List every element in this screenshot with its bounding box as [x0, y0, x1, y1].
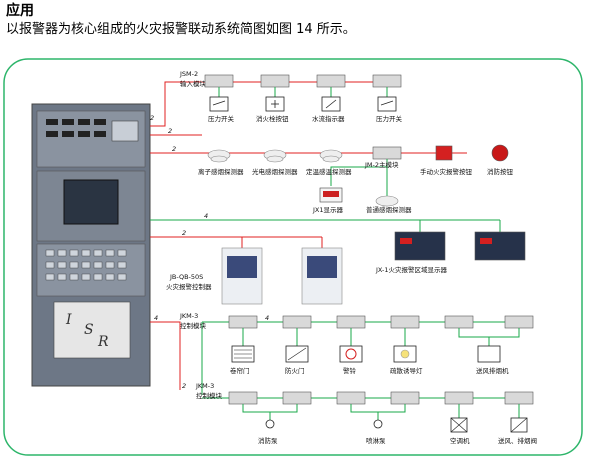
label-fire-button: 消防按钮	[487, 167, 514, 176]
logo-letter-i: I	[65, 312, 72, 328]
detector-row	[207, 144, 509, 200]
label-hydrant-button: 消火栓按钮	[256, 114, 289, 123]
label-fire-door: 防火门	[285, 366, 305, 375]
label-fire-pump: 消防泵	[258, 436, 278, 445]
manual-alarm-button-icon	[435, 145, 453, 161]
label-alarm-bell: 警铃	[343, 366, 357, 375]
label-area-display: JX-1火灾报警区域显示器	[375, 265, 448, 274]
input-modules	[204, 74, 402, 112]
label-jx1: JX1显示器	[312, 206, 344, 214]
wire-label-2d: 2	[182, 229, 186, 237]
label-pressure-switch-2: 压力开关	[376, 114, 403, 123]
label-smoke-valve: 送风、排烟阀	[498, 436, 537, 445]
logo-letter-r: R	[97, 334, 109, 350]
intro-text: 以报警器为核心组成的火灾报警联动系统简图如图 14 所示。	[6, 22, 356, 37]
label-jm2: JM-2主模块	[364, 160, 399, 169]
wire-label-4b: 4	[154, 314, 158, 322]
label-flow-indicator: 水流指示器	[312, 114, 345, 123]
jm2-module	[372, 146, 402, 160]
control-module-1-name: 控制模块	[180, 321, 207, 330]
alarm-controller-cabinet: I S R	[31, 103, 151, 387]
label-ion-detector: 离子感烟探测器	[198, 167, 244, 176]
panel-code: JB-QB-50S	[169, 273, 203, 281]
control-modules-row5	[228, 391, 534, 433]
input-module-name: 输入模块	[180, 79, 207, 88]
heading: 应用	[6, 3, 34, 19]
control-module-2-code: JKM-3	[195, 382, 214, 390]
cabinet-logo-plate	[53, 301, 131, 359]
label-sprinkler-pump: 喷淋泵	[366, 436, 386, 445]
wire-label-2c: 2	[172, 145, 176, 153]
wire-label-2a: 2	[150, 114, 154, 122]
diagram-frame	[3, 58, 583, 456]
label-heat-detector: 定温感温探测器	[306, 167, 352, 176]
fire-button-icon	[491, 144, 509, 162]
logo-letter-s: S	[84, 322, 94, 338]
label-smoke-fan: 送风排烟机	[476, 366, 509, 375]
wire-label-4a: 4	[204, 212, 208, 220]
control-module-2-name: 控制模块	[196, 391, 223, 400]
label-pressure-switch-1: 压力开关	[208, 114, 235, 123]
control-module-1-code: JKM-3	[179, 312, 198, 320]
label-rolling-door: 卷帘门	[230, 366, 250, 375]
alarm-panels	[221, 231, 526, 305]
panel-name: 火灾报警控制器	[166, 282, 212, 291]
wire-label-2b: 2	[168, 127, 172, 135]
label-manual-alarm: 手动火灾报警按钮	[420, 167, 473, 176]
label-common-detector: 普通感烟探测器	[366, 205, 412, 214]
label-photo-detector: 光电感烟探测器	[252, 167, 298, 176]
label-evac-light: 疏散诱导灯	[390, 366, 423, 375]
label-air-conditioner: 空调机	[450, 436, 470, 445]
control-modules-row4	[228, 315, 534, 363]
input-module-code: JSM-2	[179, 70, 198, 78]
wire-label-4c: 4	[265, 314, 269, 322]
wire-label-2e: 2	[182, 382, 186, 390]
